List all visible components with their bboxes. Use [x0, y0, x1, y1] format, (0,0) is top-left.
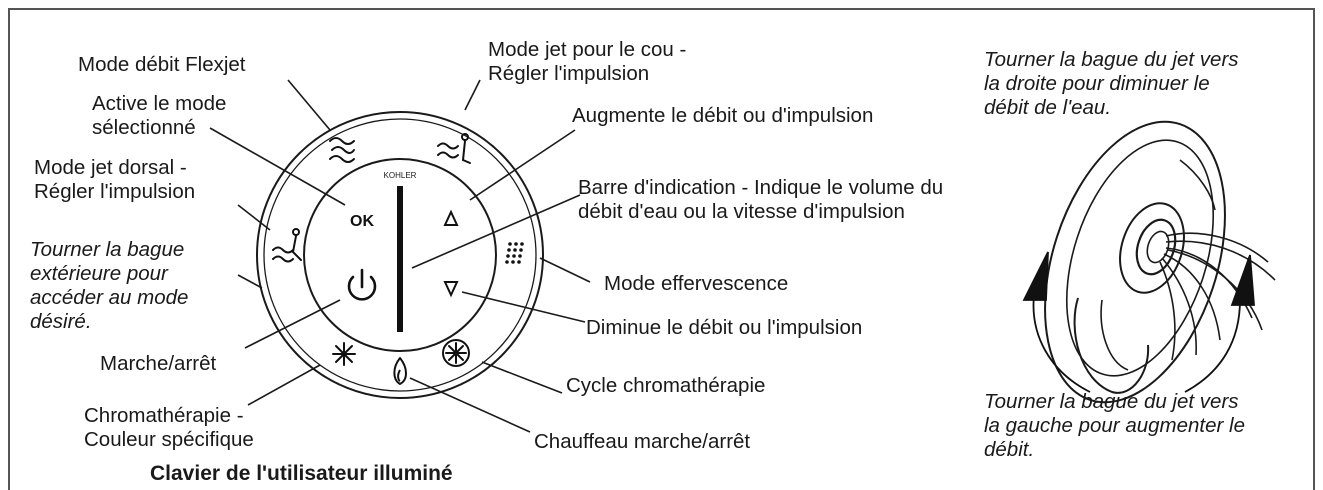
diagram-frame: [8, 8, 1315, 490]
chromatherapy-cycle-icon: [442, 339, 470, 367]
label-cou-line1: Mode jet pour le cou -: [488, 38, 687, 61]
leader-effervescence: [539, 257, 591, 283]
note-droite-line3: débit de l'eau.: [984, 96, 1112, 119]
leader-cou: [464, 79, 481, 111]
increase-triangle-icon: [443, 209, 459, 226]
label-flexjet: Mode débit Flexjet: [78, 53, 246, 76]
leader-dorsal: [237, 204, 271, 231]
label-dorsal-line1: Mode jet dorsal -: [34, 156, 187, 179]
keypad-brand: KOHLER: [384, 171, 417, 180]
note-gauche-line1: Tourner la bague du jet vers: [984, 390, 1239, 413]
flexjet-icon: [329, 137, 355, 163]
effervescence-icon: [505, 242, 524, 264]
note-droite-line2: la droite pour diminuer le: [984, 72, 1210, 95]
label-tourner-ext-line2: extérieure pour: [30, 262, 168, 285]
label-dorsal-line2: Régler l'impulsion: [34, 180, 196, 203]
indicator-bar: [397, 186, 403, 332]
leader-cycle: [481, 361, 563, 394]
label-chroma-line2: Couleur spécifique: [84, 428, 254, 451]
leader-flexjet: [287, 79, 331, 131]
leader-chroma: [247, 364, 321, 406]
note-droite-line1: Tourner la bague du jet vers: [984, 48, 1239, 71]
label-tourner-ext-line4: désiré.: [30, 310, 92, 333]
neck-jet-icon: [437, 133, 471, 164]
diagram-caption: Clavier de l'utilisateur illuminé: [150, 462, 453, 485]
decrease-triangle-icon: [443, 281, 459, 298]
leader-barre: [411, 194, 581, 269]
leader-chauffeau: [409, 377, 531, 433]
leader-diminue: [461, 291, 586, 323]
label-tourner-ext-line3: accéder au mode: [30, 286, 189, 309]
rotate-right-arrow-icon: [1184, 254, 1255, 393]
note-gauche-line3: débit.: [984, 438, 1035, 461]
outer-ring: [256, 111, 544, 399]
outer-ring-inner-edge: [263, 118, 537, 392]
label-chauffeau: Chauffeau marche/arrêt: [534, 430, 751, 453]
leader-tourner-ext: [237, 274, 263, 289]
chromatherapy-sun-icon: [332, 342, 356, 366]
inner-keypad: [303, 158, 497, 352]
label-cycle: Cycle chromathérapie: [566, 374, 766, 397]
leader-augmente: [469, 129, 576, 201]
leader-active: [209, 127, 346, 206]
note-gauche-line2: la gauche pour augmenter le: [984, 414, 1245, 437]
label-marche: Marche/arrêt: [100, 352, 217, 375]
heater-flame-icon: [393, 357, 407, 385]
ok-button: OK: [350, 213, 374, 230]
label-chroma-line1: Chromathérapie -: [84, 404, 244, 427]
leader-marche: [244, 299, 341, 349]
label-tourner-ext-line1: Tourner la bague: [30, 238, 185, 261]
label-barre-line1: Barre d'indication - Indique le volume d…: [578, 176, 944, 199]
label-cou-line2: Régler l'impulsion: [488, 62, 650, 85]
jet-ring-illustration: [1044, 120, 1276, 404]
label-active-line1: Active le mode: [92, 92, 227, 115]
label-active-line2: sélectionné: [92, 116, 196, 139]
rotate-left-arrow-icon: [1022, 251, 1091, 393]
label-effervescence: Mode effervescence: [604, 272, 789, 295]
label-barre-line2: débit d'eau ou la vitesse d'impulsion: [578, 200, 905, 223]
label-diminue: Diminue le débit ou l'impulsion: [586, 316, 863, 339]
power-icon: [347, 268, 377, 301]
label-augmente: Augmente le débit ou d'impulsion: [572, 104, 874, 127]
back-jet-icon: [272, 228, 302, 263]
